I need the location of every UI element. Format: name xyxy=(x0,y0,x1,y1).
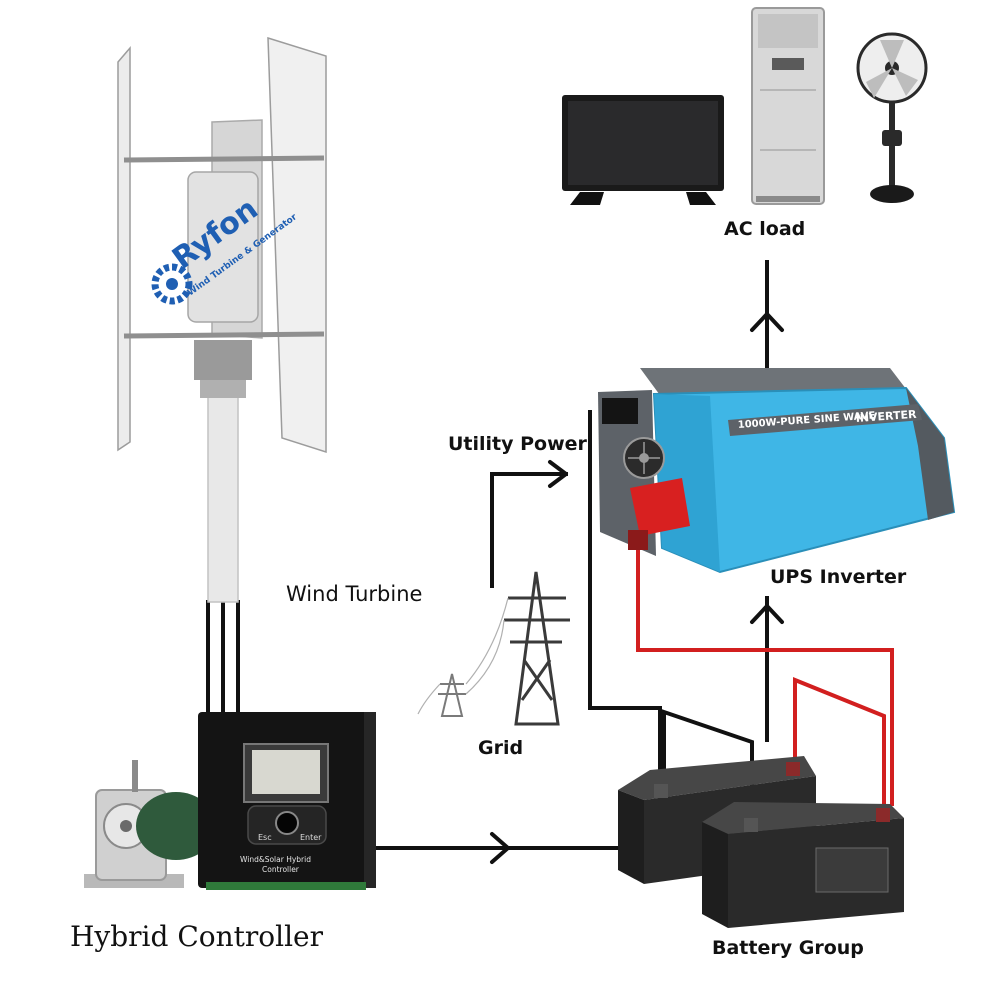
arrow-right-battery-icon xyxy=(490,832,510,864)
power-lines xyxy=(417,597,509,715)
cooling-fan-icon xyxy=(623,437,665,479)
positive-wire-b xyxy=(793,677,886,808)
label-ups-inverter: UPS Inverter xyxy=(770,566,907,588)
brand-gear-icon xyxy=(151,263,193,305)
ups-inverter-icon: 1000W-PURE SINE WAVE INVERTER xyxy=(598,368,956,574)
inverter-type-text: INVERTER xyxy=(855,408,917,425)
positive-terminal-icon xyxy=(628,478,690,550)
controller-esc-label: Esc xyxy=(258,833,272,842)
small-power-tower-icon xyxy=(438,673,466,717)
power-tower-icon xyxy=(504,571,570,726)
standing-fan-icon xyxy=(856,32,928,203)
positive-wiring xyxy=(636,542,894,808)
label-ac-load: AC load xyxy=(724,218,806,240)
arrow-up-to-inverter-icon xyxy=(750,604,784,624)
wind-turbine-icon: Ryfon Wind Turbine & Generator xyxy=(117,36,327,603)
battery-front-icon xyxy=(702,802,904,928)
label-grid: Grid xyxy=(478,737,524,759)
label-hybrid-controller: Hybrid Controller xyxy=(70,920,323,953)
hybrid-controller-icon: Esc Enter Wind&Solar Hybrid Controller xyxy=(198,712,376,890)
label-battery-group: Battery Group xyxy=(712,937,864,959)
arrow-right-utility-icon xyxy=(548,460,568,488)
tv-icon xyxy=(562,95,724,205)
label-utility-power: Utility Power xyxy=(448,433,587,455)
positive-wire-a xyxy=(636,542,894,806)
flow-arrows xyxy=(490,312,784,864)
dump-load-resistor-icon xyxy=(84,760,216,888)
controller-enter-label: Enter xyxy=(300,833,322,842)
grid-to-inverter-wire xyxy=(490,472,568,588)
arrow-up-to-load-icon xyxy=(750,312,784,332)
controller-title-line2: Controller xyxy=(262,865,300,874)
controller-title-line1: Wind&Solar Hybrid xyxy=(240,855,311,864)
air-conditioner-icon xyxy=(751,7,825,205)
negative-wire-a xyxy=(588,410,662,792)
label-wind-turbine: Wind Turbine xyxy=(286,582,423,606)
